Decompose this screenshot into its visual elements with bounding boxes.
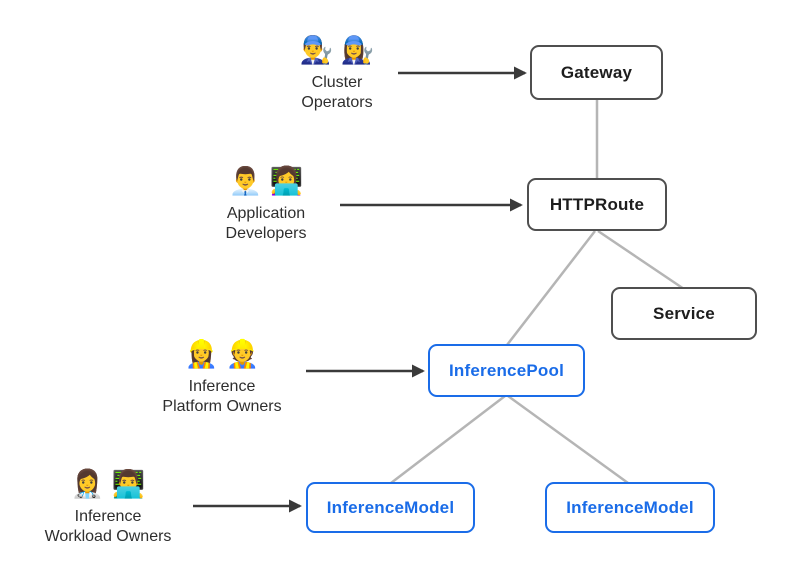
persona-inference-platform-owners-label-line1: Inference [188, 378, 256, 396]
persona-inference-workload-owners-label-line1: Inference [74, 508, 142, 526]
application-developers-technologists-emoji-icon: 👨‍💼 👩‍💻 [228, 166, 304, 196]
persona-application-developers: 👨‍💼 👩‍💻 Application Developers [166, 164, 366, 244]
node-inferencemodel-left: InferenceModel [306, 482, 475, 533]
persona-application-developers-label-line1: Application [226, 205, 306, 223]
node-service: Service [611, 287, 757, 340]
persona-cluster-operators-label-line2: Operators [301, 94, 373, 112]
node-httproute: HTTPRoute [527, 178, 667, 231]
persona-cluster-operators-label-line1: Cluster [311, 74, 363, 92]
node-inferencemodel-left-label: InferenceModel [326, 497, 455, 517]
edge-inferencepool-inferencemodel-right [507, 394, 629, 485]
edge-inferencepool-inferencemodel-left [390, 395, 506, 484]
node-inferencemodel-right-label: InferenceModel [566, 497, 694, 517]
inference-platform-owners-construction-workers-emoji-icon: 👷‍♀️ 👷 [184, 339, 260, 369]
cluster-operators-mechanics-emoji-icon: 👨‍🔧 👩‍🔧 [299, 35, 375, 65]
node-inferencepool-label: InferencePool [448, 360, 565, 380]
node-inferencemodel-right: InferenceModel [545, 482, 715, 533]
node-gateway: Gateway [530, 45, 663, 100]
node-gateway-label: Gateway [560, 62, 633, 82]
node-service-label: Service [653, 303, 715, 323]
persona-inference-platform-owners: 👷‍♀️ 👷 Inference Platform Owners [122, 337, 322, 417]
persona-inference-workload-owners-label-line2: Workload Owners [44, 528, 172, 546]
inference-workload-owners-emoji-icon: 👩‍⚕️ 👨‍💻 [70, 469, 146, 499]
node-httproute-label: HTTPRoute [549, 194, 645, 214]
persona-application-developers-label-line2: Developers [225, 225, 307, 243]
edge-httproute-inferencepool [506, 230, 596, 346]
node-inferencepool: InferencePool [428, 344, 585, 397]
persona-inference-workload-owners: 👩‍⚕️ 👨‍💻 Inference Workload Owners [8, 467, 208, 547]
persona-inference-platform-owners-label-line2: Platform Owners [162, 398, 282, 416]
persona-cluster-operators: 👨‍🔧 👩‍🔧 Cluster Operators [237, 33, 437, 113]
edge-httproute-service [597, 229, 685, 291]
